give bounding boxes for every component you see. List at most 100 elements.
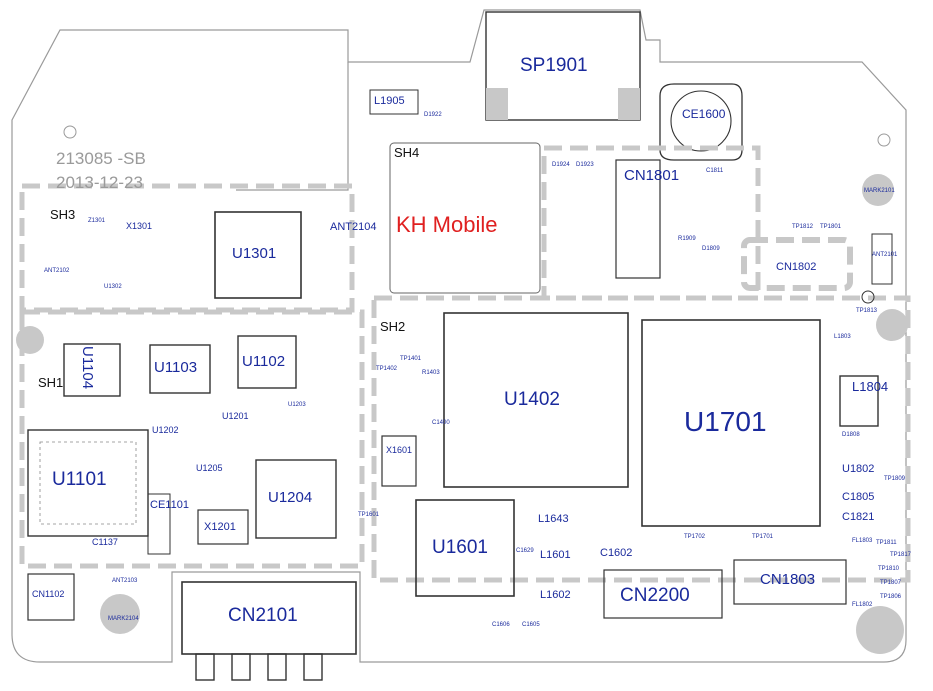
d1924-label: D1924: [552, 162, 570, 168]
c1606-label: C1606: [492, 622, 510, 628]
u1204-body: [255, 459, 337, 539]
sh4-label: SH4: [394, 145, 420, 160]
u1301-label: U1301: [232, 245, 277, 262]
sp1901-label: SP1901: [520, 55, 588, 76]
cn2101-pin-2: [231, 653, 251, 681]
z1301-label: Z1301: [88, 218, 106, 224]
pad-round-right: [876, 309, 908, 341]
cn1102-body: [27, 573, 75, 621]
mark2101-circle: [862, 174, 894, 206]
u1701-label: U1701: [684, 406, 767, 437]
brand-label: KH Mobile: [396, 212, 498, 237]
d1923-label: D1923: [576, 162, 594, 168]
tp1402-label: TP1402: [376, 366, 398, 372]
cn2200-body: [603, 569, 723, 619]
tp1701-label: TP1701: [752, 534, 774, 540]
c1805-label: C1805: [842, 491, 875, 503]
cn2101-pin-1: [195, 653, 215, 681]
board-marking-line1: 213085 -SB: [56, 149, 146, 168]
c1629-label: C1629: [516, 548, 534, 554]
l1803-label: L1803: [834, 334, 851, 340]
tp1813-circle: [861, 290, 875, 304]
cn1801-label: CN1801: [624, 167, 680, 184]
pad-round-left: [16, 326, 44, 354]
tp1401-label: TP1401: [400, 356, 422, 362]
l1905-label: L1905: [374, 95, 405, 107]
cn2200-label: CN2200: [620, 585, 690, 606]
tp1601-label: TP1601: [358, 512, 380, 518]
sh4-shield: [389, 142, 541, 294]
x1601-body: [381, 435, 417, 487]
fl1803-label: FL1803: [852, 538, 873, 544]
cn1802-label: CN1802: [776, 261, 817, 273]
ant2101-body: [871, 233, 893, 285]
c1602-label: C1602: [600, 547, 633, 559]
c1811-label: C1811: [706, 168, 724, 174]
cn1102-label: CN1102: [32, 589, 65, 599]
sp1901-body: [485, 11, 641, 121]
r1909-label: R1909: [678, 236, 696, 242]
u1402-label: U1402: [504, 389, 560, 410]
sh3-shield: [19, 183, 355, 313]
c1605-label: C1605: [522, 622, 540, 628]
tp1702-label: TP1702: [684, 534, 706, 540]
u1101-label: U1101: [52, 469, 107, 490]
u1104-label: U1104: [79, 346, 96, 390]
tp1809-label: TP1809: [884, 476, 906, 482]
d1922-label: D1922: [424, 112, 442, 118]
u1302-label: U1302: [104, 284, 122, 290]
sp1901-pad-right: [618, 88, 640, 120]
cn1802-shield: [741, 237, 853, 291]
ce1101-label: CE1101: [150, 499, 189, 511]
u1201-label: U1201: [222, 411, 249, 421]
u1102-label: U1102: [242, 353, 286, 370]
fl1802-label: FL1802: [852, 602, 873, 608]
c1137-label: C1137: [92, 537, 118, 547]
r1403-label: R1403: [422, 370, 440, 376]
u1102-body: [237, 335, 297, 389]
u1205-label: U1205: [196, 463, 223, 473]
tp1806-label: TP1806: [880, 594, 902, 600]
u1202-label: U1202: [152, 425, 179, 435]
ant2102-label: ANT2102: [44, 268, 70, 274]
mount-hole-top-left: [63, 125, 77, 139]
l1602-label: L1602: [540, 589, 571, 601]
u1301-body: [214, 211, 302, 299]
u1203-label: U1203: [288, 402, 306, 408]
mount-hole-top-right: [877, 133, 891, 147]
cn2101-label: CN2101: [228, 605, 298, 626]
u1104-body: [63, 343, 121, 397]
u1204-label: U1204: [268, 489, 313, 506]
sp1901-pad-left: [486, 88, 508, 120]
mark2104-label: MARK2104: [108, 616, 139, 622]
sh2-label: SH2: [380, 319, 406, 334]
cn2101-pin-3: [267, 653, 287, 681]
tp1810-label: TP1810: [878, 566, 900, 572]
u1601-body: [415, 499, 515, 597]
d1809-label: D1809: [702, 246, 720, 252]
d1808-label: D1808: [842, 432, 860, 438]
x1301-label: X1301: [126, 221, 153, 231]
board-marking-line2: 2013-12-23: [56, 173, 143, 192]
sh3-label: SH3: [50, 207, 76, 222]
l1804-label: L1804: [852, 379, 889, 394]
ant2104-label: ANT2104: [330, 221, 377, 233]
cn1803-label: CN1803: [760, 571, 816, 588]
c1821-label: C1821: [842, 511, 875, 523]
u1103-label: U1103: [154, 359, 198, 376]
u1402-body: [443, 312, 629, 488]
u1103-body: [149, 344, 211, 394]
ce1600-cell: [670, 90, 732, 152]
ce1101-body: [147, 493, 171, 555]
x1601-label: X1601: [386, 445, 413, 455]
ant2103-label: ANT2103: [112, 578, 138, 584]
mark2104-circle: [100, 594, 140, 634]
mark2101-label: MARK2101: [864, 188, 895, 194]
board-top-notch: [236, 62, 349, 191]
board-outline: [11, 9, 907, 663]
cn1803-body: [733, 559, 847, 605]
pad-round-bottom-right: [856, 606, 904, 654]
tp1813-label: TP1813: [856, 308, 878, 314]
ce1600-label: CE1600: [682, 107, 726, 121]
